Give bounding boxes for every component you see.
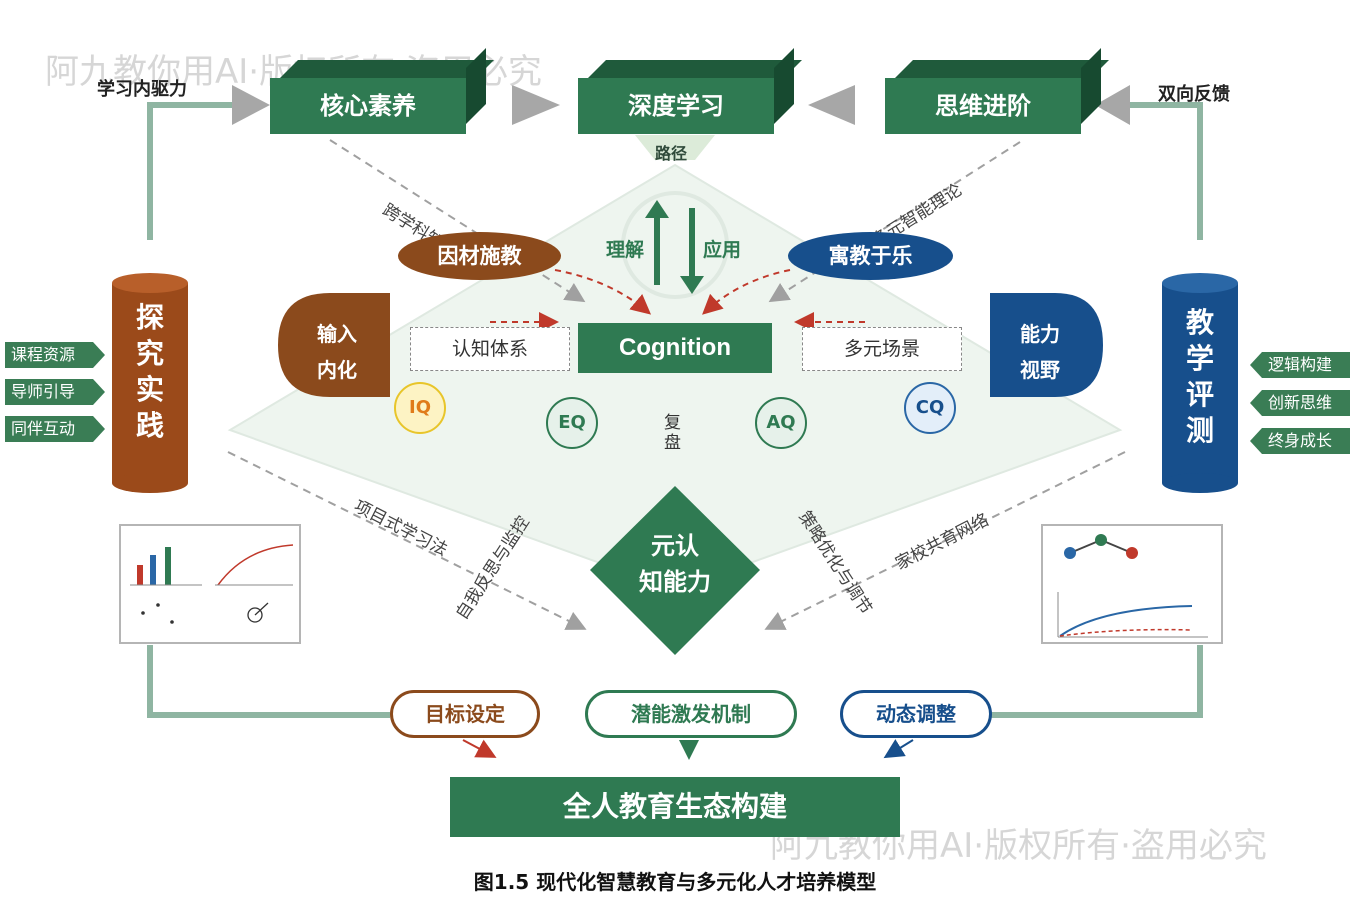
path-funnel: [635, 135, 715, 160]
input-block-shape: [278, 293, 390, 397]
mini-bar-red: [137, 565, 143, 585]
loop-line-left-top: [147, 102, 240, 240]
pill-potential-stimulation: 潜能激发机制: [585, 690, 797, 738]
right-chart-panel: [1041, 524, 1223, 644]
box-whole-person-ecosystem: 全人教育生态构建: [450, 777, 900, 837]
arrow-down-head: [680, 276, 704, 294]
mini-bar-blue: [150, 555, 156, 585]
tag-mentor-guidance: 导师引导: [5, 379, 105, 405]
figure-caption: 图1.5 现代化智慧教育与多元化人才培养模型: [473, 870, 877, 894]
tag-peer-interaction: 同伴互动: [5, 416, 105, 442]
tag-lifelong-growth: 终身成长: [1250, 428, 1350, 454]
arrow-left-into-core: [232, 85, 270, 125]
left-cylinder-bottom: [112, 473, 188, 493]
arrow-adjust-to-ecosystem: [883, 739, 914, 759]
mini-dot-1: [141, 611, 145, 615]
arrow-up-head: [645, 200, 669, 218]
left-cylinder-body: [112, 283, 188, 483]
box-diverse-scenarios: 多元场景: [802, 327, 962, 371]
box-cognitive-system: 认知体系: [410, 327, 570, 371]
network-node-red: [1126, 547, 1138, 559]
right-cylinder-bottom: [1162, 473, 1238, 493]
pillar-inquiry-practice: 探究实践: [135, 301, 164, 442]
arrow-core-to-deep: [512, 85, 560, 125]
oval-edutainment: 寓教于乐: [788, 232, 953, 280]
diamond-metacognition: 元认 知能力: [639, 532, 711, 596]
loop-line-right-top: [1120, 102, 1203, 240]
dash-upper-left: [329, 139, 586, 303]
loop-line-right-bottom: [990, 645, 1203, 718]
badge-eq: EQ: [546, 397, 598, 449]
dash-lower-right: [764, 451, 1126, 630]
center-cognition: Cognition: [578, 323, 772, 373]
dash-upper-right: [768, 141, 1021, 303]
metacognition-diamond: [590, 486, 760, 655]
red-dash-right-oval: [702, 269, 791, 315]
mini-dot-2: [156, 603, 160, 607]
dash-lower-left: [227, 451, 587, 630]
network-node-green: [1095, 534, 1107, 546]
label-review: 复盘: [664, 413, 681, 453]
mini-gauge-needle: [254, 602, 269, 616]
pill-goal-setting: 目标设定: [390, 690, 540, 738]
arrow-right-into-thinking: [1095, 85, 1130, 125]
left-cylinder-top: [112, 273, 188, 293]
loop-line-left-bottom: [147, 645, 390, 718]
tag-logic-building: 逻辑构建: [1250, 352, 1350, 378]
badge-iq: IQ: [394, 382, 446, 434]
label-understand: 理解: [606, 239, 645, 261]
right-cylinder-top: [1162, 273, 1238, 293]
right-chart-blue-curve: [1059, 605, 1193, 637]
label-two-way-feedback: 双向反馈: [1158, 84, 1230, 105]
right-chart-red-dashed: [1059, 628, 1193, 637]
left-chart-panel: [119, 524, 301, 644]
network-node-blue: [1064, 547, 1076, 559]
right-cylinder-body: [1162, 283, 1238, 483]
box-deep-learning: 深度学习: [578, 78, 774, 134]
mini-growth-curve: [217, 544, 294, 586]
oval-individualized: 因材施教: [398, 232, 561, 280]
badge-cq: CQ: [904, 382, 956, 434]
mini-bar-green: [165, 547, 171, 585]
mini-dot-3: [170, 620, 174, 624]
arrow-thinking-to-deep: [808, 85, 855, 125]
pill-dynamic-adjustment: 动态调整: [840, 690, 992, 738]
block-input-internalize: 输入 内化: [317, 322, 357, 382]
label-learning-drive: 学习内驱力: [97, 79, 187, 100]
pillar-teaching-evaluation: 教学评测: [1185, 306, 1214, 447]
block-ability-vision: 能力 视野: [1020, 322, 1060, 382]
badge-aq: AQ: [755, 397, 807, 449]
understanding-ring: [621, 191, 729, 299]
box-thinking-advance: 思维进阶: [885, 78, 1081, 134]
mini-gauge-icon: [247, 607, 263, 623]
ability-block-shape: [990, 293, 1103, 397]
arrow-goal-to-ecosystem: [462, 739, 497, 758]
tag-course-resources: 课程资源: [5, 342, 105, 368]
label-path: 路径: [655, 144, 688, 163]
tag-creative-thinking: 创新思维: [1250, 390, 1350, 416]
red-dash-left-oval: [554, 269, 652, 315]
box-core-literacy: 核心素养: [270, 78, 466, 134]
label-apply: 应用: [703, 239, 742, 261]
